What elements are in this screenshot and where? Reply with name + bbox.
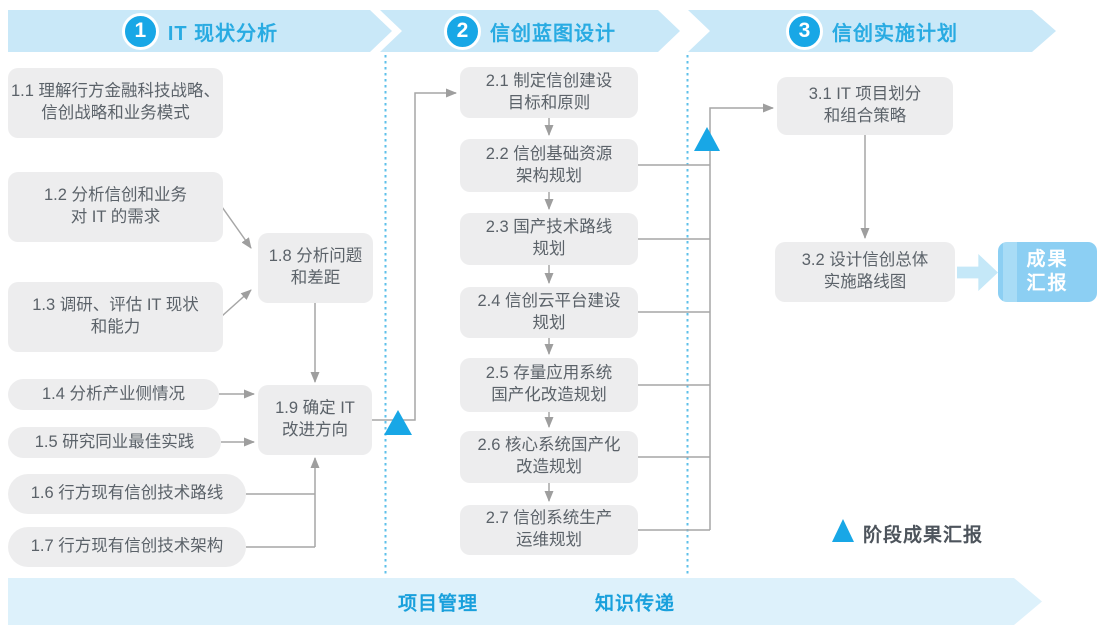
milestone-triangle-icon-phase3 xyxy=(694,127,720,151)
step-box-1-3: 1.3 调研、评估 IT 现状 和能力 xyxy=(8,282,223,352)
step-box-2-2: 2.2 信创基础资源 架构规划 xyxy=(460,139,638,192)
step-box-2-4: 2.4 信创云平台建设 规划 xyxy=(460,287,638,338)
step-box-1-9: 1.9 确定 IT 改进方向 xyxy=(258,385,372,455)
step-box-2-5: 2.5 存量应用系统 国产化改造规划 xyxy=(460,358,638,412)
step-box-3-1: 3.1 IT 项目划分 和组合策略 xyxy=(777,77,953,135)
step-box-1-4: 1.4 分析产业侧情况 xyxy=(8,379,219,410)
step-box-1-6: 1.6 行方现有信创技术路线 xyxy=(8,474,246,514)
footer-banner: 项目管理 知识传递 xyxy=(8,578,1042,625)
deliverable-report-box: 成果 汇报 xyxy=(998,242,1097,302)
step-box-2-6: 2.6 核心系统国产化 改造规划 xyxy=(460,431,638,483)
phase-number-badge-2: 2 xyxy=(444,13,481,50)
step-box-2-1: 2.1 制定信创建设 目标和原则 xyxy=(460,67,638,118)
step-box-3-2: 3.2 设计信创总体 实施路线图 xyxy=(775,242,955,302)
phase-banner-3: 3 信创实施计划 xyxy=(688,10,1056,52)
connector-lines xyxy=(219,88,870,548)
step-box-1-8: 1.8 分析问题 和差距 xyxy=(258,233,373,303)
phase-number-badge-3: 3 xyxy=(786,13,823,50)
legend-label: 阶段成果汇报 xyxy=(863,525,984,546)
phase-banner-2: 2 信创蓝图设计 xyxy=(380,10,680,52)
step-box-2-7: 2.7 信创系统生产 运维规划 xyxy=(460,505,638,555)
phase-number-badge-1: 1 xyxy=(122,13,159,50)
step-box-2-3: 2.3 国产技术路线 规划 xyxy=(460,213,638,265)
step-box-1-5: 1.5 研究同业最佳实践 xyxy=(8,427,221,458)
phase-banner-1: 1 IT 现状分析 xyxy=(8,10,392,52)
step-box-1-7: 1.7 行方现有信创技术架构 xyxy=(8,527,246,567)
step-box-1-2: 1.2 分析信创和业务 对 IT 的需求 xyxy=(8,172,223,242)
phase-title-3: 信创实施计划 xyxy=(832,22,958,45)
milestone-triangle-icon-phase1 xyxy=(384,410,412,435)
footer-label-knowledge-transfer: 知识传递 xyxy=(595,593,676,614)
phase-title-1: IT 现状分析 xyxy=(167,22,279,45)
phase-title-2: 信创蓝图设计 xyxy=(490,22,616,45)
footer-label-project-management: 项目管理 xyxy=(398,593,479,614)
step-box-1-1: 1.1 理解行方金融科技战略、 信创战略和业务模式 xyxy=(8,68,223,138)
legend-triangle-icon xyxy=(832,519,854,542)
